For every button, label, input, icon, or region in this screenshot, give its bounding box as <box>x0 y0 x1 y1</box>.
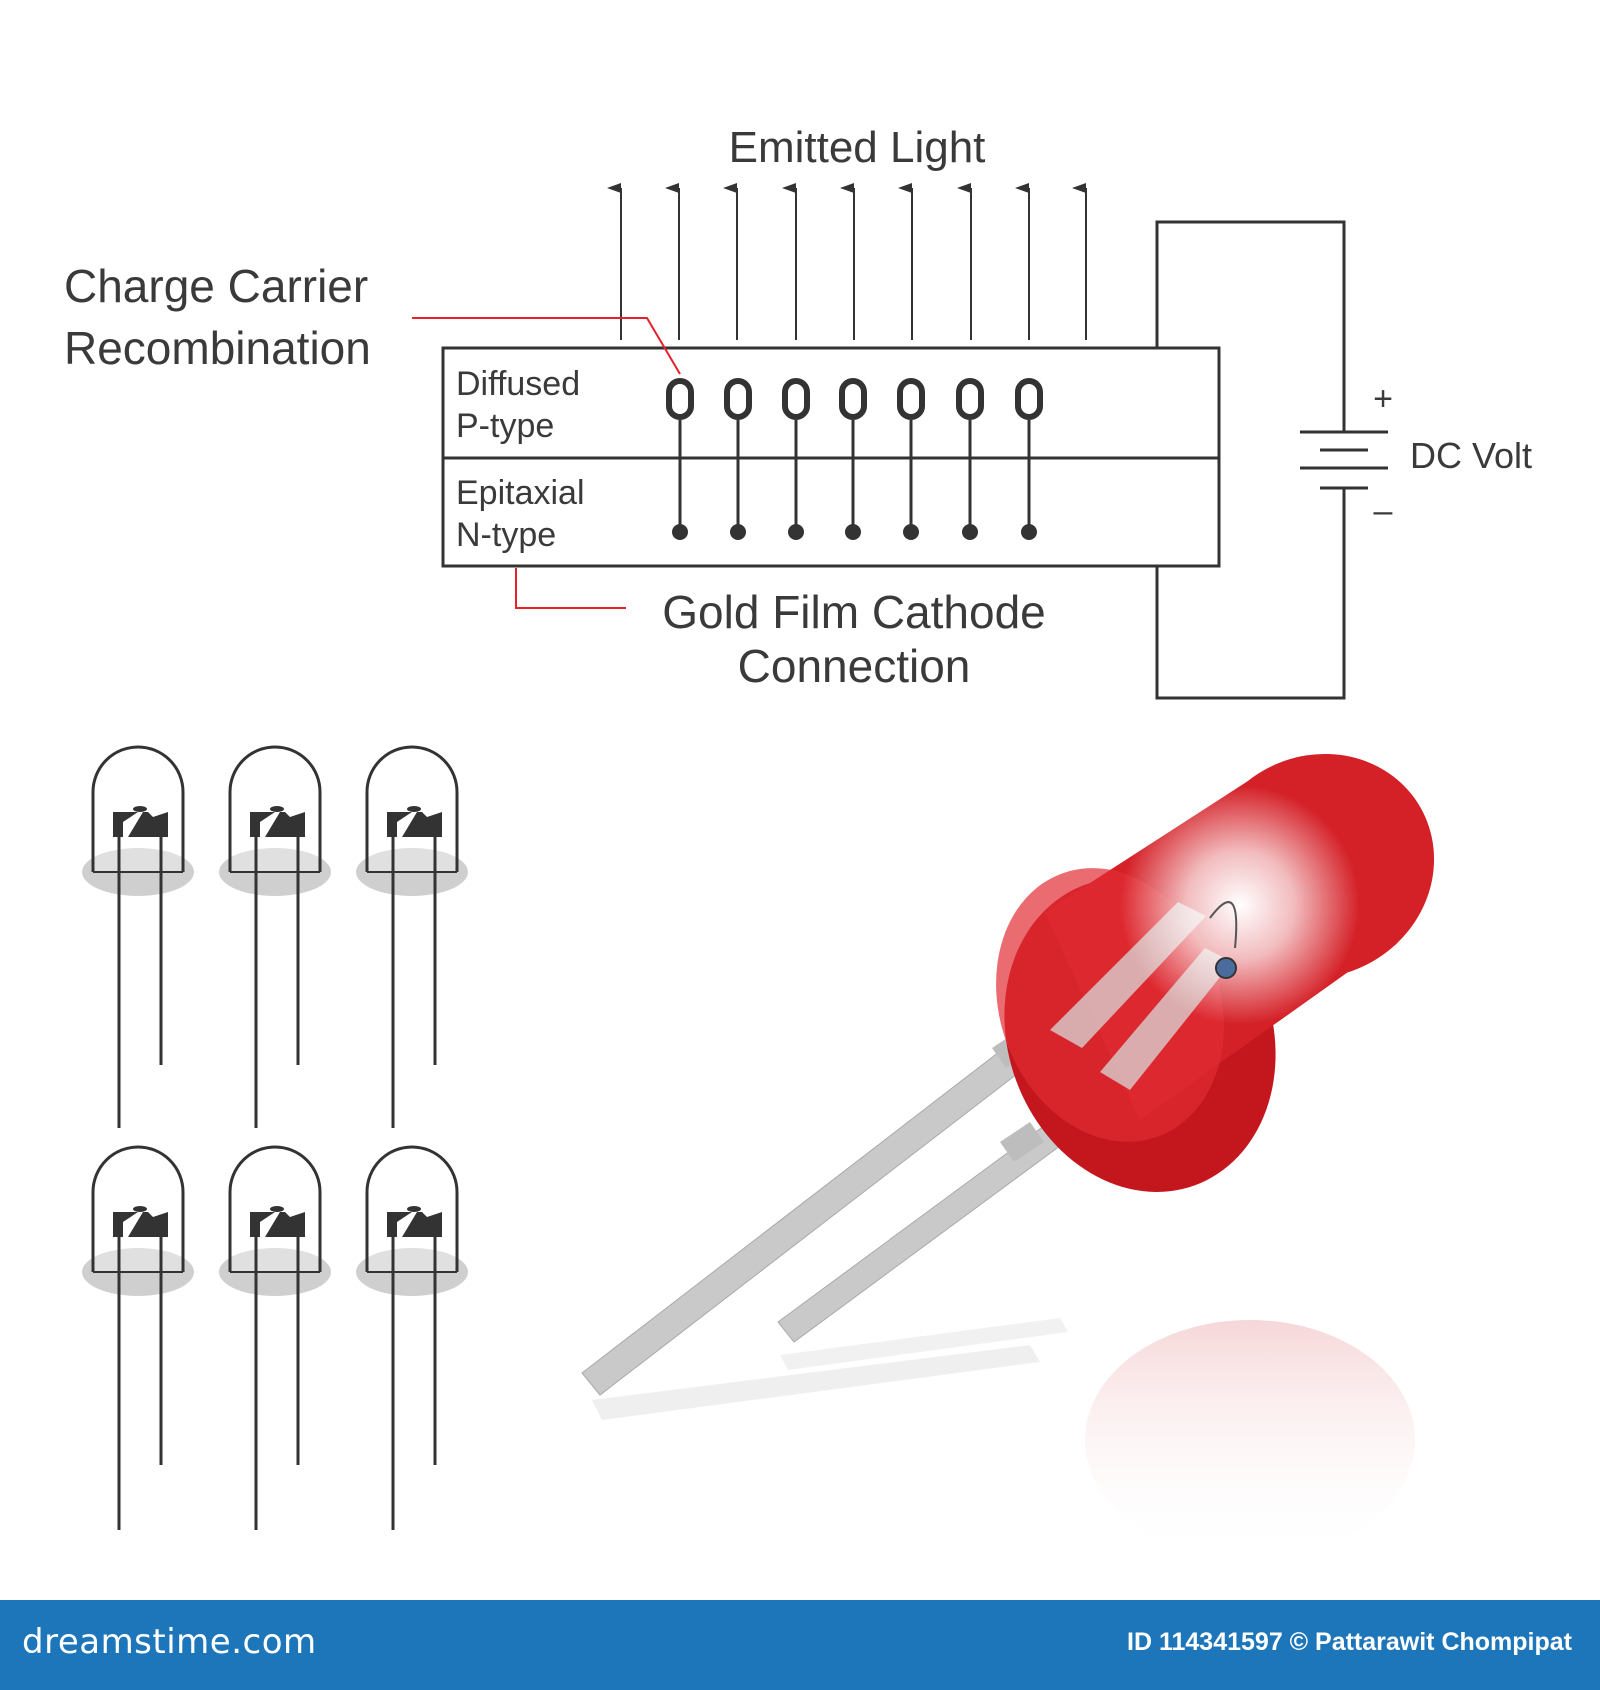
recombination-site <box>897 378 925 540</box>
red-led <box>581 753 1435 1396</box>
circuit-wire-top <box>1155 220 1346 432</box>
recombination-sites <box>666 378 1043 540</box>
small-led-icon <box>354 1145 470 1530</box>
small-led-icon <box>217 745 333 1128</box>
circuit-wire-bottom <box>1155 488 1346 700</box>
led-glow <box>1120 785 1360 1025</box>
charge-carrier-label-line2: Recombination <box>64 322 371 374</box>
recombination-site <box>956 378 984 540</box>
emitted-light-arrows <box>607 183 1087 340</box>
gold-film-label-line2: Connection <box>738 640 971 692</box>
p-type-label-line2: P-type <box>456 407 554 445</box>
footer-bar: dreamstime.com ID 114341597 © Pattarawit… <box>0 1600 1600 1690</box>
plus-sign: + <box>1373 380 1393 418</box>
n-type-label-line1: Epitaxial <box>456 474 585 512</box>
bond-wire <box>1209 901 1238 949</box>
minus-sign: – <box>1374 492 1393 530</box>
recombination-site <box>782 378 810 540</box>
small-led-icon <box>80 745 196 1128</box>
recombination-site <box>724 378 752 540</box>
led-chip <box>1215 957 1237 979</box>
small-led-grid <box>80 745 470 1530</box>
small-led-icon <box>217 1145 333 1530</box>
recombination-site <box>839 378 867 540</box>
brand-logo-text[interactable]: dreamstime.com <box>22 1622 317 1662</box>
small-led-icon <box>80 1145 196 1530</box>
lead-crimp <box>1000 1122 1044 1162</box>
recombination-leader-line <box>412 317 681 375</box>
emitted-light-label: Emitted Light <box>729 123 986 172</box>
cathode-leader-line <box>515 568 626 609</box>
recombination-site <box>1015 378 1043 540</box>
small-led-icon <box>354 745 470 1128</box>
led-illustration: Emitted Light Diffused P-type Epitaxial … <box>64 123 1532 1560</box>
image-credit: ID 114341597 © Pattarawit Chompipat <box>1127 1628 1572 1656</box>
charge-carrier-label-line1: Charge Carrier <box>64 260 368 312</box>
n-type-label-line2: N-type <box>456 516 556 554</box>
battery-symbol <box>1300 430 1388 490</box>
p-type-label-line1: Diffused <box>456 365 580 403</box>
recombination-site <box>666 378 694 540</box>
semiconductor-die <box>441 346 1221 568</box>
dc-circuit: + – DC Volt <box>1155 220 1532 700</box>
dc-volt-label: DC Volt <box>1410 435 1532 476</box>
gold-film-label-line1: Gold Film Cathode <box>662 586 1046 638</box>
red-led-reflection <box>592 1318 1415 1560</box>
